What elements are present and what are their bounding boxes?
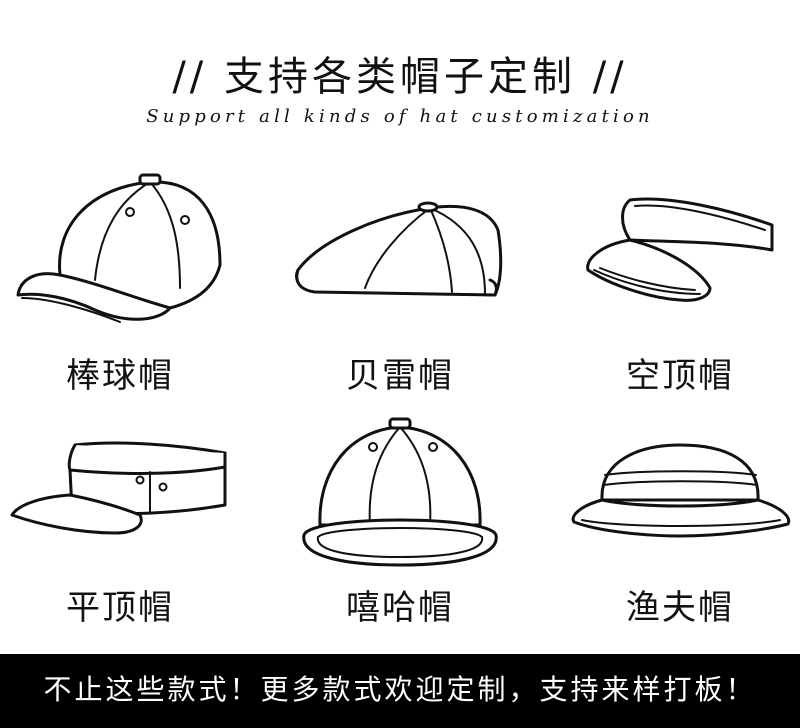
hat-item-flat bbox=[0, 425, 240, 590]
hat-item-beret bbox=[280, 170, 520, 335]
flat-cap-icon bbox=[10, 441, 227, 535]
hat-label-beret: 贝雷帽 bbox=[346, 356, 454, 396]
hat-label-visor: 空顶帽 bbox=[626, 356, 734, 396]
hat-item-baseball bbox=[0, 170, 240, 335]
hat-item-snapback bbox=[280, 415, 520, 580]
visor-icon bbox=[586, 197, 774, 302]
beret-icon bbox=[295, 201, 503, 297]
hat-item-bucket bbox=[560, 420, 800, 585]
hat-label-baseball: 棒球帽 bbox=[66, 356, 174, 396]
page-title: // 支持各类帽子定制 // bbox=[172, 54, 628, 100]
bucket-hat-icon bbox=[571, 443, 791, 538]
hat-label-bucket: 渔夫帽 bbox=[626, 588, 734, 628]
footer-banner: 不止这些款式！更多款式欢迎定制，支持来样打板！ bbox=[0, 654, 800, 728]
footer-text: 不止这些款式！更多款式欢迎定制，支持来样打板！ bbox=[43, 673, 757, 706]
snapback-cap-icon bbox=[302, 417, 498, 567]
hat-label-snapback: 嘻哈帽 bbox=[346, 588, 454, 628]
page-subtitle: Support all kinds of hat customization bbox=[146, 106, 654, 127]
baseball-cap-icon bbox=[16, 173, 222, 323]
hat-label-flat: 平顶帽 bbox=[66, 588, 174, 628]
hat-item-visor bbox=[560, 170, 800, 335]
